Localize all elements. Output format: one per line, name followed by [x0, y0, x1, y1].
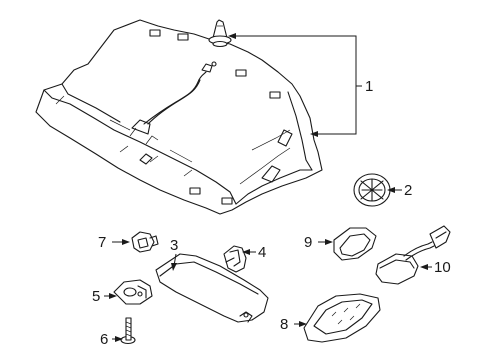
callout-3-group: 3 — [170, 237, 178, 271]
headliner-panel — [35, 19, 323, 215]
callout-5: 5 — [92, 288, 100, 305]
visor-clip — [223, 245, 247, 273]
callout-4: 4 — [258, 244, 266, 261]
dome-lamp — [303, 293, 381, 343]
callout-8: 8 — [280, 316, 288, 333]
callout-10-group: 10 — [420, 259, 451, 276]
callout-2: 2 — [404, 182, 412, 199]
small-clip — [131, 231, 159, 253]
callout-6: 6 — [100, 331, 108, 348]
callout-7-group: 7 — [98, 234, 130, 251]
callout-4-group: 4 — [242, 244, 266, 261]
callout-2-group: 2 — [387, 182, 412, 199]
callout-1-group: 1 — [228, 33, 373, 137]
callout-8-group: 8 — [280, 316, 307, 333]
push-clip — [208, 19, 232, 48]
visor-mount — [113, 279, 153, 305]
callout-1: 1 — [365, 78, 373, 95]
callout-7: 7 — [98, 234, 106, 251]
screw — [120, 317, 136, 345]
callout-10: 10 — [434, 259, 451, 276]
callout-6-group: 6 — [100, 331, 123, 348]
callout-3: 3 — [170, 237, 178, 254]
sun-visor — [155, 253, 269, 323]
wire-connector — [375, 225, 451, 285]
lamp-lens — [333, 227, 377, 261]
callout-5-group: 5 — [92, 288, 117, 305]
cap-part — [353, 173, 391, 207]
callout-9: 9 — [304, 234, 312, 251]
callout-9-group: 9 — [304, 234, 333, 251]
